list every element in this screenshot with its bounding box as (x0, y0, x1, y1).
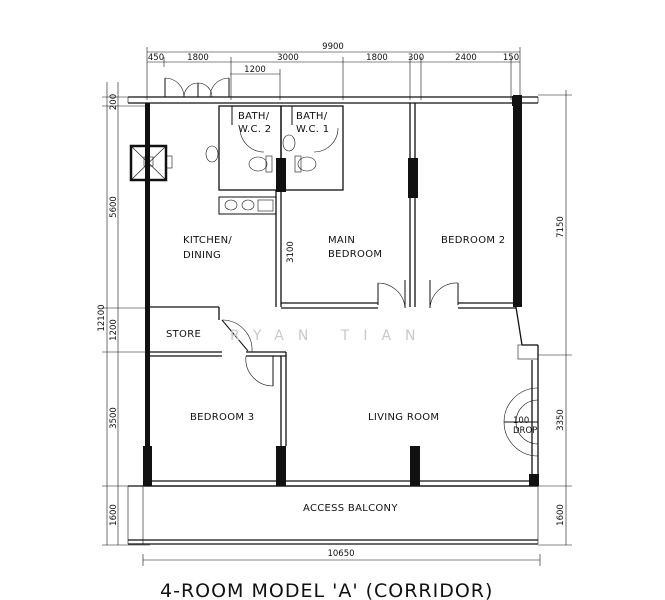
dim-top-3000: 3000 (277, 53, 299, 63)
label-drop-line2: DROP (513, 426, 537, 436)
dim-top-450: 450 (148, 53, 164, 63)
dim-left-200: 200 (109, 94, 119, 110)
exterior-walls (127, 95, 539, 487)
room-labels: KITCHEN/ DINING MAIN BEDROOM 3100 BEDROO… (166, 235, 537, 514)
dim-inner-3100: 3100 (286, 241, 296, 263)
refuse-chute (129, 144, 173, 182)
label-drop-line1: 100 (513, 416, 529, 426)
watermark: RYAN TIAN (230, 328, 430, 344)
label-bath-wc1-line1: BATH/ (296, 111, 328, 122)
label-bath-wc2-line2: W.C. 2 (238, 124, 271, 135)
interior-partitions (150, 103, 516, 446)
dim-top-1200: 1200 (244, 65, 266, 75)
right-dimension-chain: 7150 3350 1600 (538, 90, 572, 546)
dim-top-2400: 2400 (455, 53, 477, 63)
bathrooms: BATH/ W.C. 2 BATH/ W.C. 1 (205, 105, 344, 192)
label-access-balcony: ACCESS BALCONY (303, 503, 398, 514)
dim-left-5600: 5600 (109, 196, 119, 218)
top-dimension-chain: 9900 450 1800 3000 1800 300 2400 150 120… (146, 42, 521, 100)
label-bath-wc2-line1: BATH/ (238, 111, 270, 122)
label-store: STORE (166, 329, 201, 340)
dim-bottom-total: 10650 (327, 549, 354, 559)
dim-top-150: 150 (503, 53, 519, 63)
dim-top-total: 9900 (322, 42, 344, 52)
dim-left-1600: 1600 (109, 504, 119, 526)
dim-right-3350: 3350 (556, 409, 566, 431)
dim-left-1200: 1200 (109, 319, 119, 341)
dim-right-7150: 7150 (556, 216, 566, 238)
label-bedroom-2: BEDROOM 2 (441, 235, 505, 246)
label-main-bedroom-line1: MAIN (328, 235, 355, 246)
dim-top-300: 300 (408, 53, 424, 63)
dim-top-1800a: 1800 (187, 53, 209, 63)
bottom-dimension: 10650 (142, 549, 541, 566)
dim-left-3500: 3500 (109, 407, 119, 429)
plan-title: 4-ROOM MODEL 'A' (CORRIDOR) (160, 580, 493, 600)
label-living-room: LIVING ROOM (368, 412, 439, 423)
entrance-double-door (164, 77, 230, 98)
label-bath-wc1-line2: W.C. 1 (296, 124, 329, 135)
dim-top-1800b: 1800 (366, 53, 388, 63)
label-kitchen-line1: KITCHEN/ (183, 235, 232, 246)
label-bedroom-3: BEDROOM 3 (190, 412, 254, 423)
label-kitchen-line2: DINING (183, 250, 221, 261)
label-main-bedroom-line2: BEDROOM (328, 249, 382, 260)
dim-right-1600: 1600 (556, 504, 566, 526)
left-dimension-chain: 12100 200 5600 1200 3500 1600 (97, 82, 150, 546)
interior-doors (221, 280, 539, 457)
dim-left-total: 12100 (97, 304, 107, 331)
access-balcony (127, 485, 539, 545)
kitchen-counter (218, 196, 277, 215)
